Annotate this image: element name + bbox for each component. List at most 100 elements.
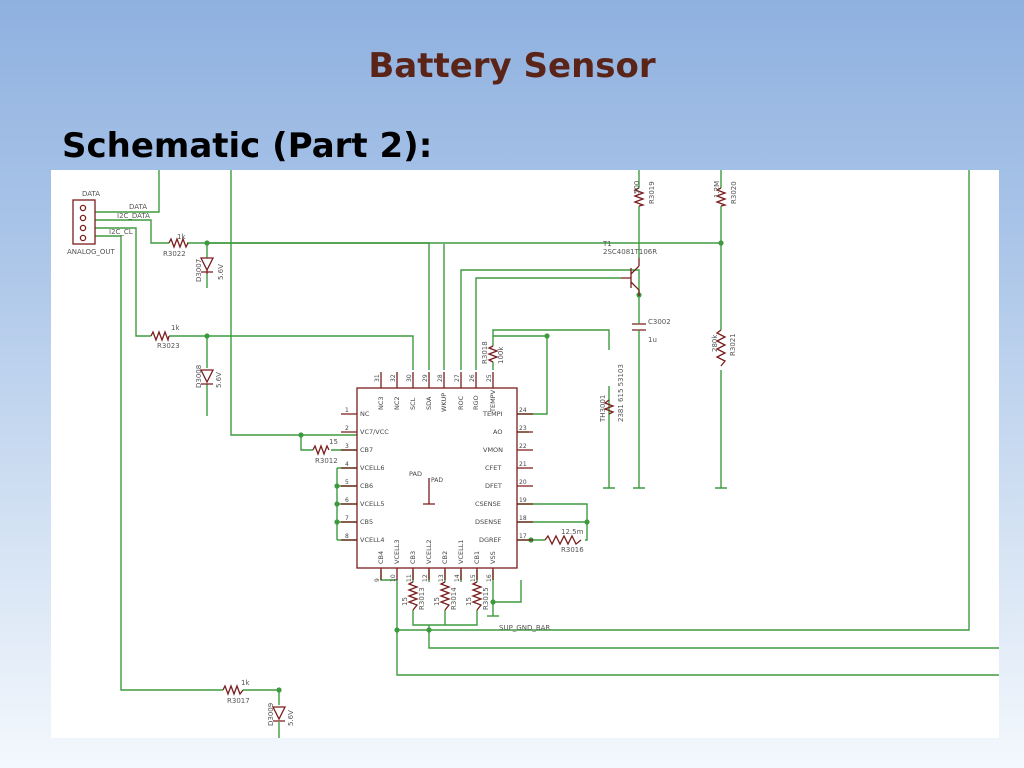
svg-text:VCELL5: VCELL5 [360,500,384,508]
capacitor-c3002: C3002 1u [632,318,671,344]
svg-text:PAD: PAD [431,477,443,484]
connector-name: DATA [82,190,100,198]
svg-text:9: 9 [374,578,381,582]
svg-text:R3020: R3020 [730,181,738,204]
svg-text:11: 11 [406,574,413,582]
svg-text:20: 20 [519,479,527,486]
resistor-r3022: 1k R3022 [163,233,189,258]
svg-text:VCELL6: VCELL6 [360,464,384,472]
svg-text:100k: 100k [497,346,505,364]
transistor-t1: T1 2SC4081T106R [602,240,657,296]
svg-text:CB7: CB7 [360,446,373,454]
svg-text:15: 15 [470,574,477,582]
svg-text:TEMPI: TEMPI [482,410,503,418]
resistor-r3019: 500 R3019 [633,181,656,207]
ground-stubs: SUP_GND_BAR [487,487,727,632]
svg-text:C3002: C3002 [648,318,671,326]
svg-text:NC3: NC3 [377,396,385,410]
svg-text:500: 500 [633,181,641,194]
svg-text:15: 15 [465,597,473,606]
svg-text:15: 15 [433,597,441,606]
svg-text:R3016: R3016 [561,546,584,554]
svg-text:25: 25 [486,374,493,382]
svg-text:27: 27 [454,374,461,382]
svg-text:1.2M: 1.2M [713,181,721,198]
resistor-r3017: 1k R3017 [222,679,250,705]
svg-text:280k: 280k [711,334,719,352]
svg-text:5.6V: 5.6V [287,710,295,726]
svg-text:3: 3 [345,443,349,450]
svg-text:D3008: D3008 [195,365,203,388]
svg-text:23: 23 [519,425,527,432]
svg-text:CB2: CB2 [441,551,449,564]
ground-label: SUP_GND_BAR [499,624,550,632]
wires [95,170,999,738]
ic-left-pins: 1 NC 2 VC7/VCC 3 CB7 4 VCELL6 5 CB6 6 VC… [341,407,389,544]
svg-text:32: 32 [390,374,397,382]
data-connector: DATA DATA I2C_DATA I2C_CL ANALOG_OUT [67,190,150,256]
svg-text:7: 7 [345,515,349,522]
svg-text:T1: T1 [602,240,612,248]
svg-text:1: 1 [345,407,349,414]
signal-i2c-data: I2C_DATA [117,212,150,220]
resistor-r3015: 15 R3015 [465,581,490,611]
schematic-diagram: DATA DATA I2C_DATA I2C_CL ANALOG_OUT 1k … [51,170,999,738]
resistor-r3012: 15 R3012 [312,438,338,465]
svg-text:CSENSE: CSENSE [475,500,501,508]
thermistor-th3001: TH3001 2381 615 53103 [599,364,625,423]
svg-text:D3009: D3009 [267,703,275,726]
svg-text:SCL: SCL [409,397,417,410]
svg-text:VCELL3: VCELL3 [393,540,401,564]
svg-text:DFET: DFET [485,482,502,490]
svg-text:8: 8 [345,533,349,540]
svg-text:CFET: CFET [485,464,501,472]
svg-text:5: 5 [345,479,349,486]
resistor-r3013: 15 R3013 [401,581,426,611]
resistor-r3018: R3018 100k [481,341,505,364]
svg-text:CB5: CB5 [360,518,373,526]
svg-text:WKUP: WKUP [440,393,448,412]
svg-text:1k: 1k [177,233,186,241]
svg-text:28: 28 [437,374,444,382]
svg-text:15: 15 [401,597,409,606]
svg-text:R3015: R3015 [482,587,490,610]
svg-text:14: 14 [454,574,461,582]
svg-text:19: 19 [519,497,527,504]
svg-text:CB3: CB3 [409,551,417,564]
svg-text:31: 31 [374,374,381,382]
svg-text:PAD: PAD [409,470,422,478]
svg-text:2: 2 [345,425,349,432]
ic-bottom-pins: 9 CB4 10 VCELL3 11 CB3 12 VCELL2 13 CB2 … [374,540,497,582]
svg-text:CB4: CB4 [377,551,385,564]
svg-text:12: 12 [422,574,429,582]
svg-text:21: 21 [519,461,527,468]
svg-text:R3012: R3012 [315,457,338,465]
ic-top-pins: 31 NC3 32 NC2 30 SCL 29 SDA 28 WKUP 27 R… [374,372,497,413]
slide-subtitle: Schematic (Part 2): [62,126,433,166]
svg-text:5.6V: 5.6V [217,264,225,280]
svg-text:2381 615 53103: 2381 615 53103 [617,364,625,422]
svg-text:VMON: VMON [483,446,503,454]
resistor-r3014: 15 R3014 [433,581,458,611]
junctions [204,240,724,693]
svg-text:4: 4 [345,461,349,468]
signal-analog-out: ANALOG_OUT [67,248,116,256]
svg-text:R3014: R3014 [450,587,458,610]
svg-text:1k: 1k [241,679,250,687]
svg-text:RGO: RGO [472,395,480,410]
svg-text:TEMPV: TEMPV [489,389,497,413]
svg-text:CB1: CB1 [473,551,481,564]
svg-text:NC2: NC2 [393,396,401,410]
resistor-r3021: 280k R3021 [711,329,737,367]
svg-text:AO: AO [493,428,502,436]
svg-text:13: 13 [438,574,445,582]
svg-text:R3019: R3019 [648,181,656,204]
svg-text:D3007: D3007 [195,259,203,282]
svg-text:1u: 1u [648,336,657,344]
diode-d3007: D3007 5.6V [195,257,225,282]
diode-d3009: D3009 5.6V [267,703,295,726]
svg-text:VCELL2: VCELL2 [425,540,433,564]
svg-text:R3022: R3022 [163,250,186,258]
svg-text:30: 30 [406,374,413,382]
svg-text:1k: 1k [171,324,180,332]
